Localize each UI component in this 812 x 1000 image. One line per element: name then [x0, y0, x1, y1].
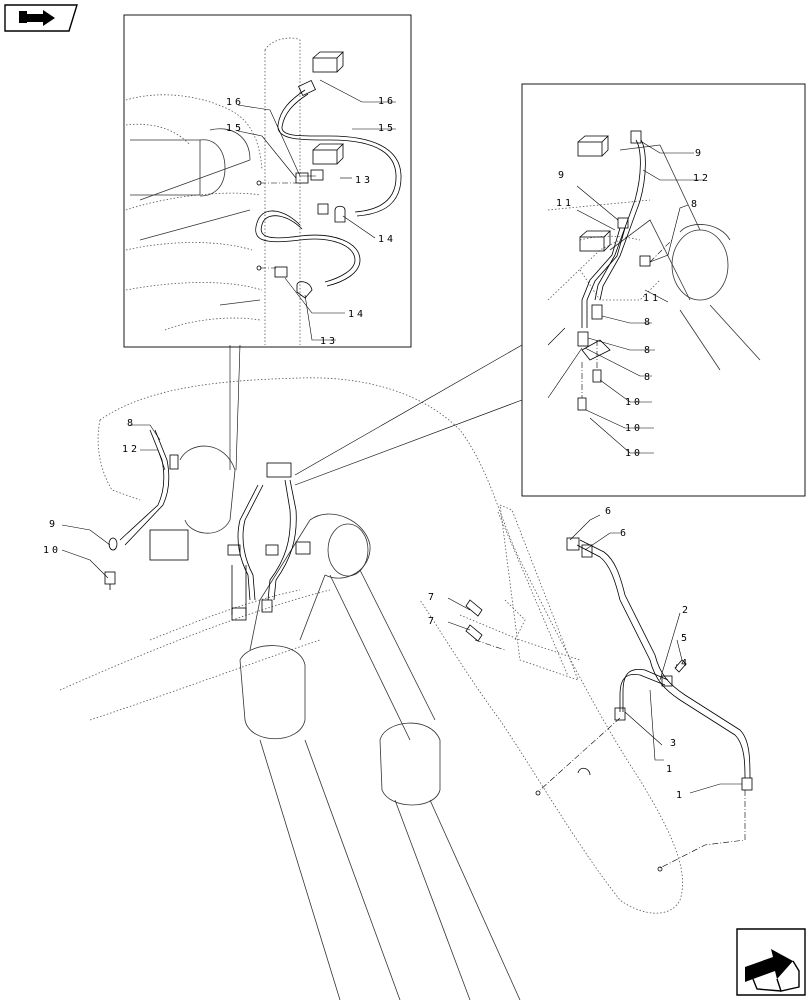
inset-leaders: [229, 344, 523, 486]
callout-13-upper: 13: [355, 175, 373, 186]
inset-right: [521, 83, 806, 497]
pipework-right: [447, 504, 753, 872]
callout-10-inset-1: 10: [625, 397, 643, 408]
callout-9-inset-left: 9: [558, 170, 567, 181]
callout-14-lower: 14: [348, 309, 366, 320]
callout-8-inset-2: 8: [644, 345, 653, 356]
inset-top: [123, 14, 412, 348]
callout-16-right: 16: [378, 96, 396, 107]
arrow-back-icon: [19, 10, 55, 26]
callout-8-inset-3: 8: [644, 372, 653, 383]
callout-10-inset-3: 10: [625, 448, 643, 459]
callout-labels: 16 16 15 15 13 14 14 13 9 9 12 11 8 11 8…: [43, 96, 711, 801]
callout-11-inset-bottom: 11: [643, 293, 661, 304]
callout-16-top: 16: [226, 97, 244, 108]
callout-9-left: 9: [49, 519, 58, 530]
callout-15-top: 15: [226, 123, 244, 134]
left-boom-hoses: [104, 429, 189, 590]
callout-4: 4: [681, 658, 690, 669]
next-page-button[interactable]: [735, 927, 807, 997]
callout-5: 5: [681, 633, 690, 644]
callout-12-left: 12: [122, 444, 140, 455]
arrow-next-icon: [745, 949, 800, 992]
callout-1-b: 1: [676, 790, 685, 801]
arm-cylinders: [179, 445, 521, 1000]
callout-15-right: 15: [378, 123, 396, 134]
callout-7-b: 7: [428, 616, 437, 627]
callout-12-inset: 12: [693, 173, 711, 184]
callout-7-a: 7: [428, 592, 437, 603]
callout-14-upper: 14: [378, 234, 396, 245]
callout-13-lower: 13: [320, 336, 338, 347]
callout-3: 3: [670, 738, 679, 749]
callout-8-inset-1: 8: [644, 317, 653, 328]
boom-outline: [59, 377, 683, 914]
callout-8-inset-top: 8: [691, 199, 700, 210]
center-hoses: [227, 462, 311, 621]
callout-9-inset: 9: [695, 148, 704, 159]
callout-11-inset-top: 11: [556, 198, 574, 209]
callout-8-left: 8: [127, 418, 136, 429]
callout-1-a: 1: [666, 764, 675, 775]
left-leaders: [61, 424, 166, 579]
previous-page-button[interactable]: [3, 3, 79, 33]
callout-10-inset-2: 10: [625, 423, 643, 434]
callout-6-a: 6: [605, 506, 614, 517]
callout-10-left: 10: [43, 545, 61, 556]
callout-6-b: 6: [620, 528, 629, 539]
callout-2: 2: [682, 605, 691, 616]
